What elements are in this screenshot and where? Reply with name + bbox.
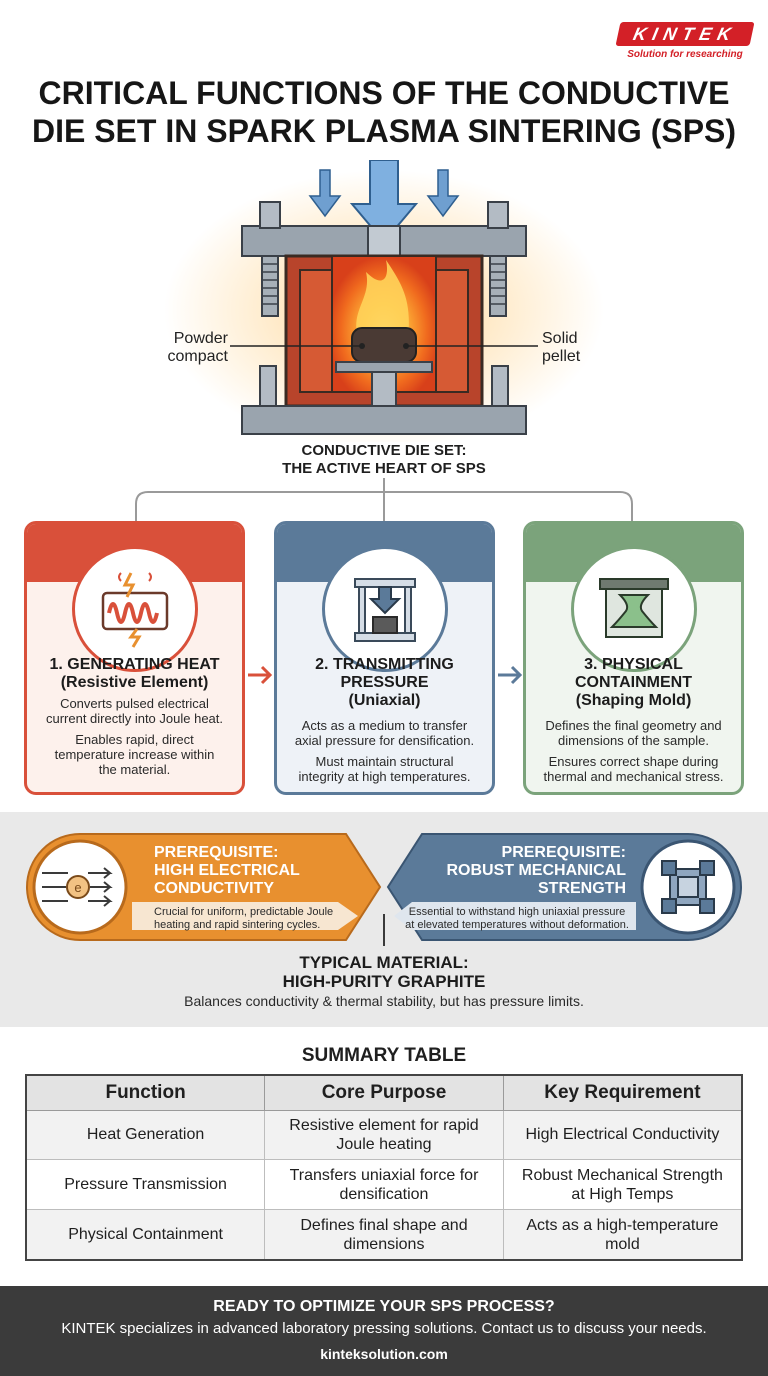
summary-table-title: SUMMARY TABLE	[301, 1045, 467, 1066]
heating-coil-icon	[71, 546, 198, 672]
arrow-right-icon	[498, 665, 523, 685]
card-physical-containment: 3. PHYSICAL CONTAINMENT (Shaping Mold) D…	[523, 521, 744, 795]
footer-title: READY TO OPTIMIZE YOUR SPS PROCESS?	[213, 1298, 555, 1315]
cell-requirement: High Electrical Conductivity	[502, 1109, 743, 1161]
card-text-1: Acts as a medium to transfer axial press…	[294, 718, 475, 748]
prerequisite-text-strength: Essential to withstand high uniaxial pre…	[405, 906, 629, 931]
card-text-1: Converts pulsed electrical current direc…	[45, 696, 224, 726]
card-text-2: Enables rapid, direct temperature increa…	[54, 732, 215, 777]
card-text-1: Defines the final geometry and dimension…	[545, 718, 722, 748]
kintek-logo: KINTEK Solution for researching	[615, 22, 755, 60]
card-text-2: Ensures correct shape during thermal and…	[543, 754, 724, 784]
pressure-arrows-icon	[308, 160, 460, 244]
logo-tagline: Solution for researching	[627, 49, 743, 60]
title-line-1: CRITICAL FUNCTIONS OF THE CONDUCTIVE	[38, 75, 730, 111]
table-row: Pressure Transmission Transfers uniaxial…	[25, 1159, 743, 1211]
svg-text:e: e	[74, 880, 81, 895]
footer-text: KINTEK specializes in advanced laborator…	[61, 1320, 707, 1337]
page-title: CRITICAL FUNCTIONS OF THE CONDUCTIVE DIE…	[20, 74, 748, 150]
structure-icon	[661, 860, 715, 914]
table-row: Physical Containment Defines final shape…	[25, 1209, 743, 1261]
header-core-purpose: Core Purpose	[264, 1074, 504, 1111]
typical-material-title: TYPICAL MATERIAL: HIGH-PURITY GRAPHITE	[282, 953, 486, 991]
die-set-illustration	[164, 160, 604, 442]
footer-cta: READY TO OPTIMIZE YOUR SPS PROCESS? KINT…	[0, 1286, 768, 1376]
card-title: 3. PHYSICAL CONTAINMENT (Shaping Mold)	[574, 656, 693, 709]
header-key-requirement: Key Requirement	[502, 1074, 743, 1111]
cell-function: Pressure Transmission	[25, 1159, 266, 1211]
prerequisite-text-conductivity: Crucial for uniform, predictable Joule h…	[154, 906, 334, 931]
electron-icon: e	[42, 867, 113, 907]
arrow-right-icon	[248, 665, 273, 685]
table-row: Heat Generation Resistive element for ra…	[25, 1109, 743, 1161]
header-function: Function	[25, 1074, 266, 1111]
connector-lines	[135, 478, 633, 522]
typical-material-text: Balances conductivity & thermal stabilit…	[184, 993, 584, 1009]
flame-icon	[356, 260, 409, 338]
bolts-icon	[259, 201, 509, 317]
prerequisite-banners: e	[26, 833, 742, 946]
cell-function: Physical Containment	[25, 1209, 266, 1261]
press-icon	[321, 546, 448, 672]
bottom-plate	[241, 405, 527, 435]
mold-icon	[570, 546, 697, 672]
cell-function: Heat Generation	[25, 1109, 266, 1161]
prerequisite-title-conductivity: PREREQUISITE: HIGH ELECTRICAL CONDUCTIVI…	[154, 844, 300, 897]
card-text-2: Must maintain structural integrity at hi…	[298, 754, 471, 784]
label-solid-pellet: Solid pellet	[542, 330, 581, 365]
card-generating-heat: 1. GENERATING HEAT (Resistive Element) C…	[24, 521, 245, 795]
logo-wordmark: KINTEK	[615, 22, 755, 46]
summary-table: Function Core Purpose Key Requirement He…	[25, 1074, 743, 1261]
card-transmitting-pressure: 2. TRANSMITTING PRESSURE (Uniaxial) Acts…	[274, 521, 495, 795]
table-header-row: Function Core Purpose Key Requirement	[25, 1074, 743, 1111]
title-line-2: DIE SET IN SPARK PLASMA SINTERING (SPS)	[31, 113, 737, 149]
footer-website-link[interactable]: kinteksolution.com	[320, 1346, 448, 1362]
card-title: 1. GENERATING HEAT (Resistive Element)	[49, 656, 220, 691]
card-title: 2. TRANSMITTING PRESSURE (Uniaxial)	[315, 656, 454, 709]
hero-caption: CONDUCTIVE DIE SET: THE ACTIVE HEART OF …	[282, 442, 486, 477]
prerequisite-title-strength: PREREQUISITE: ROBUST MECHANICAL STRENGTH	[446, 844, 626, 897]
label-powder-compact: Powder compact	[167, 330, 228, 365]
